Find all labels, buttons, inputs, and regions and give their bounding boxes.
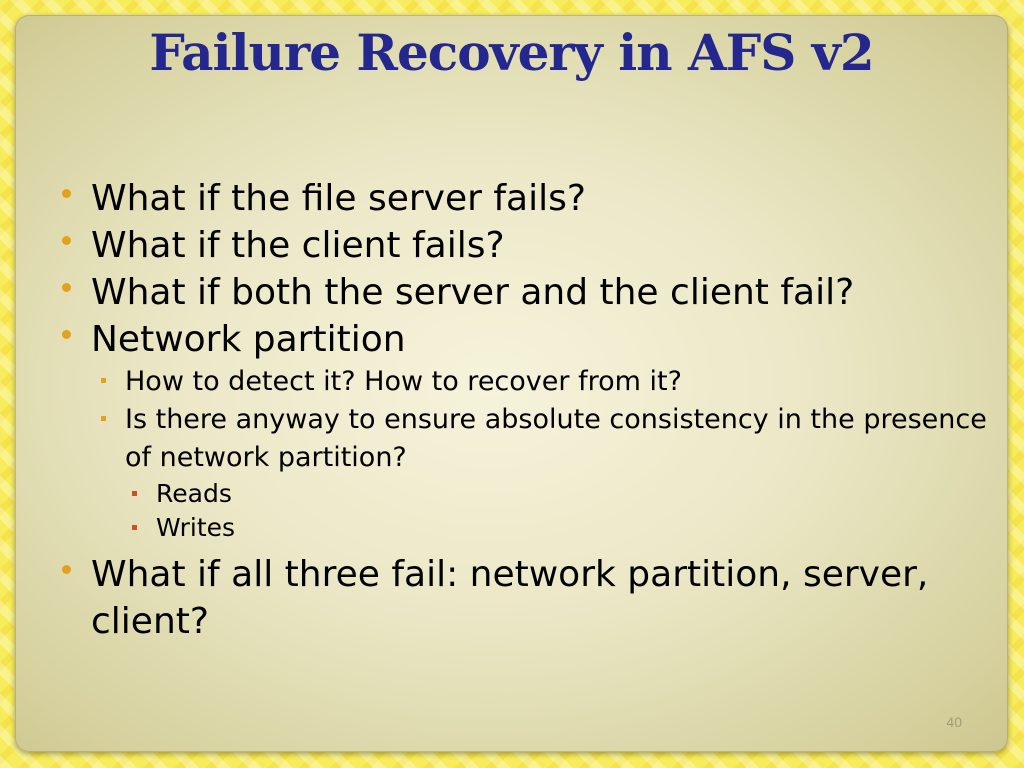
page-number: 40 xyxy=(946,714,962,730)
bullet-dot-icon xyxy=(62,330,71,339)
bullet-text: What if both the server and the client f… xyxy=(91,272,855,313)
bullet-item: What if the client fails? xyxy=(15,222,1008,269)
sub-bullet-item: How to detect it? How to recover from it… xyxy=(15,363,1008,401)
square-bullet-icon xyxy=(101,416,106,421)
sub-sub-bullet-item: Reads xyxy=(15,477,1008,511)
bullet-text: Network partition xyxy=(91,319,406,360)
sub-bullet-item: Is there anyway to ensure absolute consi… xyxy=(15,401,1008,477)
slide-title: Failure Recovery in AFS v2 xyxy=(149,23,874,82)
bullet-text: What if all three fail: network partitio… xyxy=(91,554,929,642)
bullet-dot-icon xyxy=(62,565,71,574)
sub-sub-bullet-text: Reads xyxy=(156,479,232,508)
bullet-text: What if the client fails? xyxy=(91,225,505,266)
bullet-item: Network partition xyxy=(15,316,1008,363)
bullet-dot-icon xyxy=(62,283,71,292)
sub-bullet-text: Is there anyway to ensure absolute consi… xyxy=(125,404,987,473)
bullet-item: What if all three fail: network partitio… xyxy=(15,551,1008,645)
square-bullet-icon xyxy=(132,491,137,496)
bullet-text: What if the file server fails? xyxy=(91,178,586,219)
bullet-list: What if the file server fails? What if t… xyxy=(15,175,1008,645)
sub-sub-bullet-item: Writes xyxy=(15,511,1008,545)
sub-bullet-text: How to detect it? How to recover from it… xyxy=(125,366,682,397)
bullet-item: What if both the server and the client f… xyxy=(15,269,1008,316)
bullet-dot-icon xyxy=(62,189,71,198)
bullet-item: What if the file server fails? xyxy=(15,175,1008,222)
slide: Failure Recovery in AFS v2 What if the f… xyxy=(15,15,1008,752)
square-bullet-icon xyxy=(101,378,106,383)
sub-sub-bullet-text: Writes xyxy=(156,513,236,542)
square-bullet-icon xyxy=(132,525,137,530)
bullet-dot-icon xyxy=(62,236,71,245)
